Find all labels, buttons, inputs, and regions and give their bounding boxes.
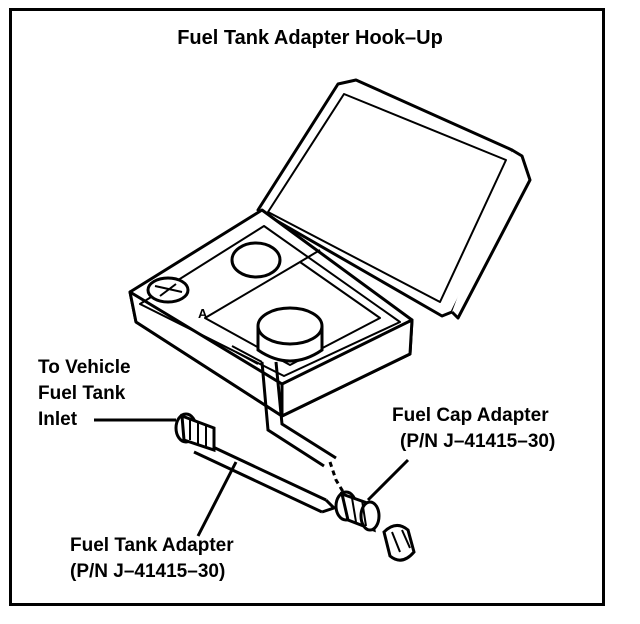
inlet-label-line-3: Inlet — [38, 409, 78, 430]
leader-lines — [94, 418, 410, 537]
tank-top-cap — [230, 241, 282, 279]
tank-adapter-leader — [196, 461, 238, 537]
tank-inner-cylinder — [231, 306, 324, 365]
fuel-tank-adapter — [174, 412, 337, 514]
tank-hose — [260, 361, 350, 501]
tank-lid — [256, 78, 532, 320]
tank-vent-gauge — [146, 276, 190, 304]
tank-marking: A — [198, 306, 208, 321]
tank-adapter-part-number: (P/N J–41415–30) — [70, 561, 226, 582]
cap-adapter-leader — [366, 458, 410, 502]
inlet-label-line-2: Fuel Tank — [38, 383, 126, 404]
cap-adapter-label-line-1: Fuel Cap Adapter — [392, 405, 549, 426]
figure-border — [9, 8, 605, 606]
figure-title: Fuel Tank Adapter Hook–Up — [177, 27, 443, 49]
fuel-cap-adapter — [334, 490, 381, 533]
loose-cap-piece — [382, 524, 416, 562]
inlet-label-line-1: To Vehicle — [38, 357, 131, 378]
cap-adapter-part-number: (P/N J–41415–30) — [400, 431, 556, 452]
tank-adapter-label-line-1: Fuel Tank Adapter — [70, 535, 234, 556]
